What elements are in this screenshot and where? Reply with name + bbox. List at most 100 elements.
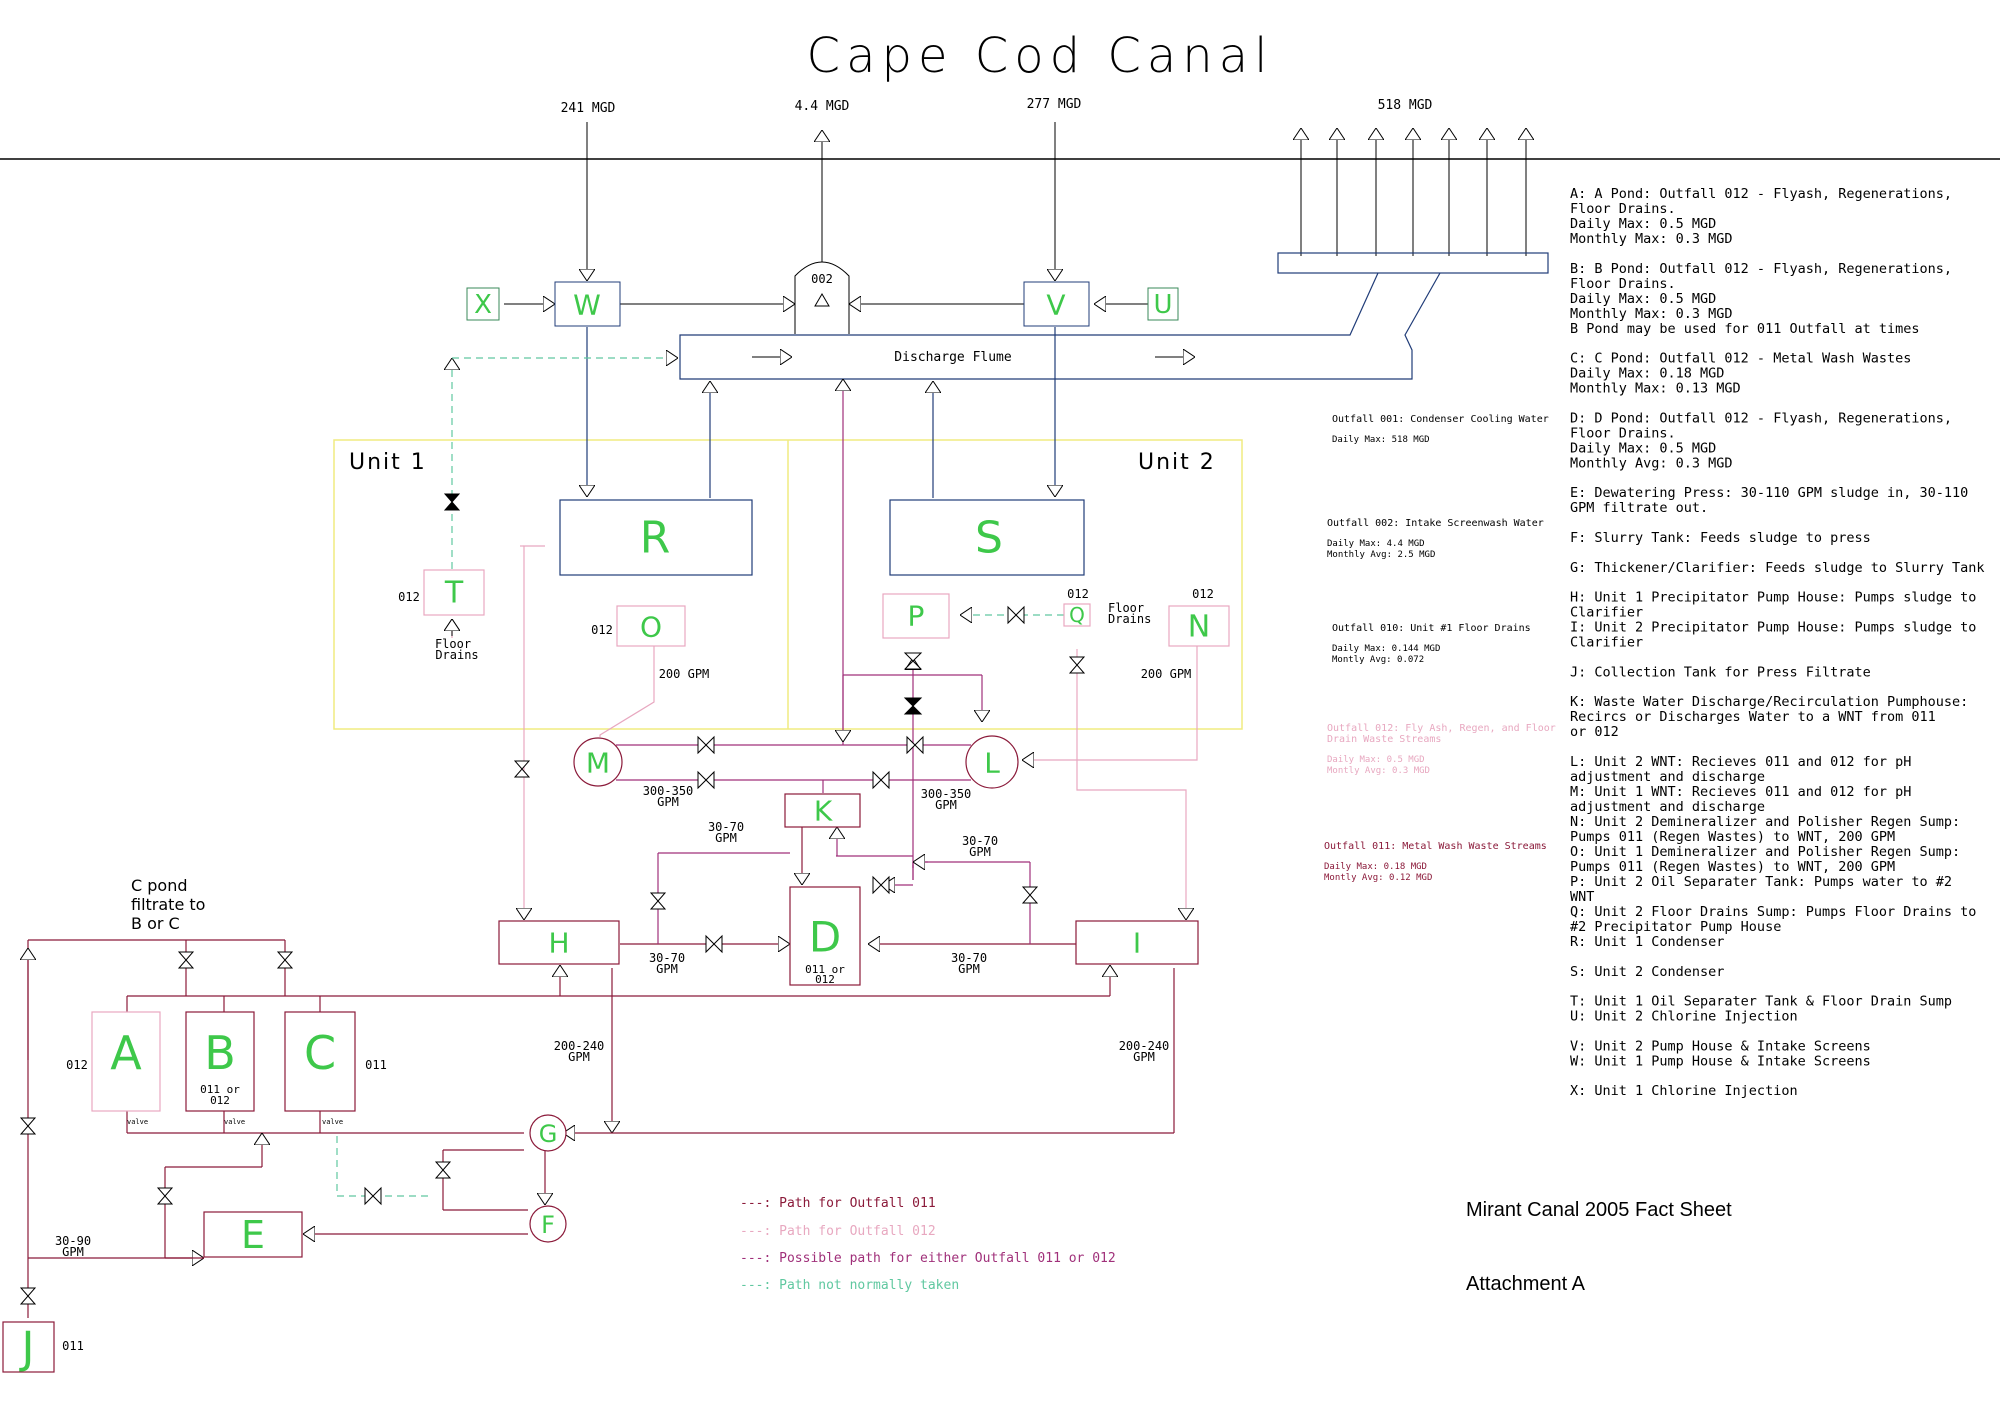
valve-p-top	[903, 652, 923, 670]
key-line: P: Unit 2 Oil Separater Tank: Pumps wate…	[1570, 874, 1952, 890]
box-t	[423, 569, 485, 616]
letter-e: E	[241, 1213, 265, 1257]
unit-boundaries	[333, 439, 1243, 730]
d-code-2: 012	[815, 973, 835, 986]
a012-line4: Montly Avg: 0.3 MGD	[1327, 766, 1430, 776]
fact-sheet-caption: Mirant Canal 2005 Fact Sheet	[1466, 1199, 1732, 1221]
a012-line3: Daily Max: 0.5 MGD	[1327, 755, 1425, 765]
letter-u: U	[1153, 290, 1172, 320]
letter-g: G	[539, 1120, 558, 1148]
letter-w: W	[573, 289, 601, 322]
letter-t: T	[444, 576, 464, 611]
circle-l	[965, 735, 1019, 789]
letter-o: O	[640, 611, 662, 644]
box-x	[466, 287, 500, 321]
a012-line2: Drain Waste Streams	[1327, 734, 1441, 745]
g-to-f-not-normal	[336, 1136, 432, 1197]
a011-line3: Montly Avg: 0.12 MGD	[1324, 873, 1432, 883]
diagram-labels: 012 Floor Drains 012 012 Floor Drains 01…	[55, 587, 1214, 1353]
valve-p-mid	[903, 697, 923, 715]
valve-q-p	[1007, 605, 1025, 625]
key-line: B: B Pond: Outfall 012 - Flyash, Regener…	[1570, 261, 1952, 277]
box-p	[882, 593, 950, 639]
q-floor-2: Drains	[1108, 612, 1151, 626]
key-line: Daily Max: 0.18 MGD	[1570, 366, 1724, 382]
flow-l-300-2: GPM	[935, 798, 957, 812]
unit-2-label: Unit 2	[1138, 450, 1216, 475]
valve-ml-bottom-l	[697, 770, 715, 790]
letter-n: N	[1188, 610, 1210, 645]
legend: ---: Path for Outfall 011 ---: Path for …	[740, 1196, 1116, 1293]
flow-i-g-2: GPM	[1133, 1050, 1155, 1064]
letter-s: S	[975, 513, 1003, 564]
valve-h-up	[513, 760, 531, 778]
legend-item-012: ---: Path for Outfall 012	[740, 1224, 936, 1239]
valve-j	[19, 1287, 37, 1305]
key-line: R: Unit 1 Condenser	[1570, 934, 1724, 950]
c-pond-3: B or C	[131, 914, 180, 933]
valve-c-label: valve	[322, 1118, 343, 1126]
diagram-title: Cape Cod Canal	[807, 28, 1274, 84]
a010-line2: Daily Max: 0.144 MGD	[1332, 644, 1440, 654]
a010-line1: Outfall 010: Unit #1 Floor Drains	[1332, 623, 1531, 634]
letter-i: I	[1133, 927, 1141, 960]
flow-h-g-1: 200-240	[554, 1039, 605, 1053]
attachment-caption: Attachment A	[1466, 1273, 1586, 1295]
key-line: V: Unit 2 Pump House & Intake Screens	[1570, 1038, 1871, 1054]
a001-line2: Daily Max: 518 MGD	[1332, 435, 1430, 445]
circle-g	[529, 1114, 567, 1152]
valve-ml-top	[697, 735, 715, 755]
q-floor-1: Floor	[1108, 601, 1144, 615]
outfall-010-path	[452, 358, 678, 569]
t-floor-2: Drains	[435, 648, 478, 662]
valve-g-f	[434, 1161, 452, 1179]
key-line: K: Waste Water Discharge/Recirculation P…	[1570, 694, 1968, 710]
key-line: Q: Unit 2 Floor Drains Sump: Pumps Floor…	[1570, 904, 1976, 920]
box-k	[784, 793, 861, 828]
a002-line3: Monthly Avg: 2.5 MGD	[1327, 550, 1435, 560]
circle-m	[573, 737, 623, 787]
key-line: Pumps 011 (Regen Wastes) to WNT, 200 GPM	[1570, 859, 1895, 875]
flow-o-m: 200 GPM	[659, 667, 710, 681]
letter-q: Q	[1069, 603, 1085, 627]
cooling-water-lines	[587, 327, 1055, 498]
key-line: Daily Max: 0.5 MGD	[1570, 216, 1716, 232]
a002-line1: Outfall 002: Intake Screenwash Water	[1327, 518, 1544, 529]
key-line: G: Thickener/Clarifier: Feeds sludge to …	[1570, 560, 1985, 576]
box-u	[1147, 287, 1179, 321]
b-code-2: 012	[210, 1094, 230, 1107]
flow-n-l: 200 GPM	[1141, 667, 1192, 681]
circle-f	[529, 1205, 567, 1243]
key-line: WNT	[1570, 889, 1594, 905]
letter-r: R	[640, 513, 671, 564]
c-pond-2: filtrate to	[131, 895, 205, 914]
box-a	[91, 1011, 161, 1112]
flow-e-2: GPM	[62, 1245, 84, 1259]
letter-v: V	[1046, 289, 1065, 322]
outfall-002-triangle	[814, 293, 830, 307]
valve-a-label: valve	[127, 1118, 148, 1126]
valve-ml-bottom-r	[872, 770, 890, 790]
flow-h-d-1: 30-70	[649, 951, 685, 965]
flow-h-d-2: GPM	[656, 962, 678, 976]
box-i	[1075, 920, 1199, 965]
letter-l: L	[984, 747, 1000, 780]
letter-h: H	[548, 927, 569, 960]
c-code: 011	[365, 1058, 387, 1072]
letter-b: B	[204, 1026, 236, 1080]
key-line: W: Unit 1 Pump House & Intake Screens	[1570, 1053, 1871, 1069]
key-line: I: Unit 2 Precipitator Pump House: Pumps…	[1570, 620, 1976, 636]
key-line: Floor Drains.	[1570, 201, 1676, 217]
unit-1-label: Unit 1	[349, 450, 427, 475]
a010-line3: Montly Avg: 0.072	[1332, 655, 1424, 665]
legend-item-011: ---: Path for Outfall 011	[740, 1196, 936, 1211]
letter-a: A	[110, 1026, 142, 1080]
box-b	[185, 1011, 255, 1112]
q-code: 012	[1067, 587, 1089, 601]
key-line: A: A Pond: Outfall 012 - Flyash, Regener…	[1570, 186, 1952, 202]
valve-pond-c	[276, 951, 294, 969]
key-line: adjustment and discharge	[1570, 769, 1765, 785]
box-c	[284, 1011, 356, 1112]
key-line: F: Slurry Tank: Feeds sludge to press	[1570, 530, 1871, 546]
